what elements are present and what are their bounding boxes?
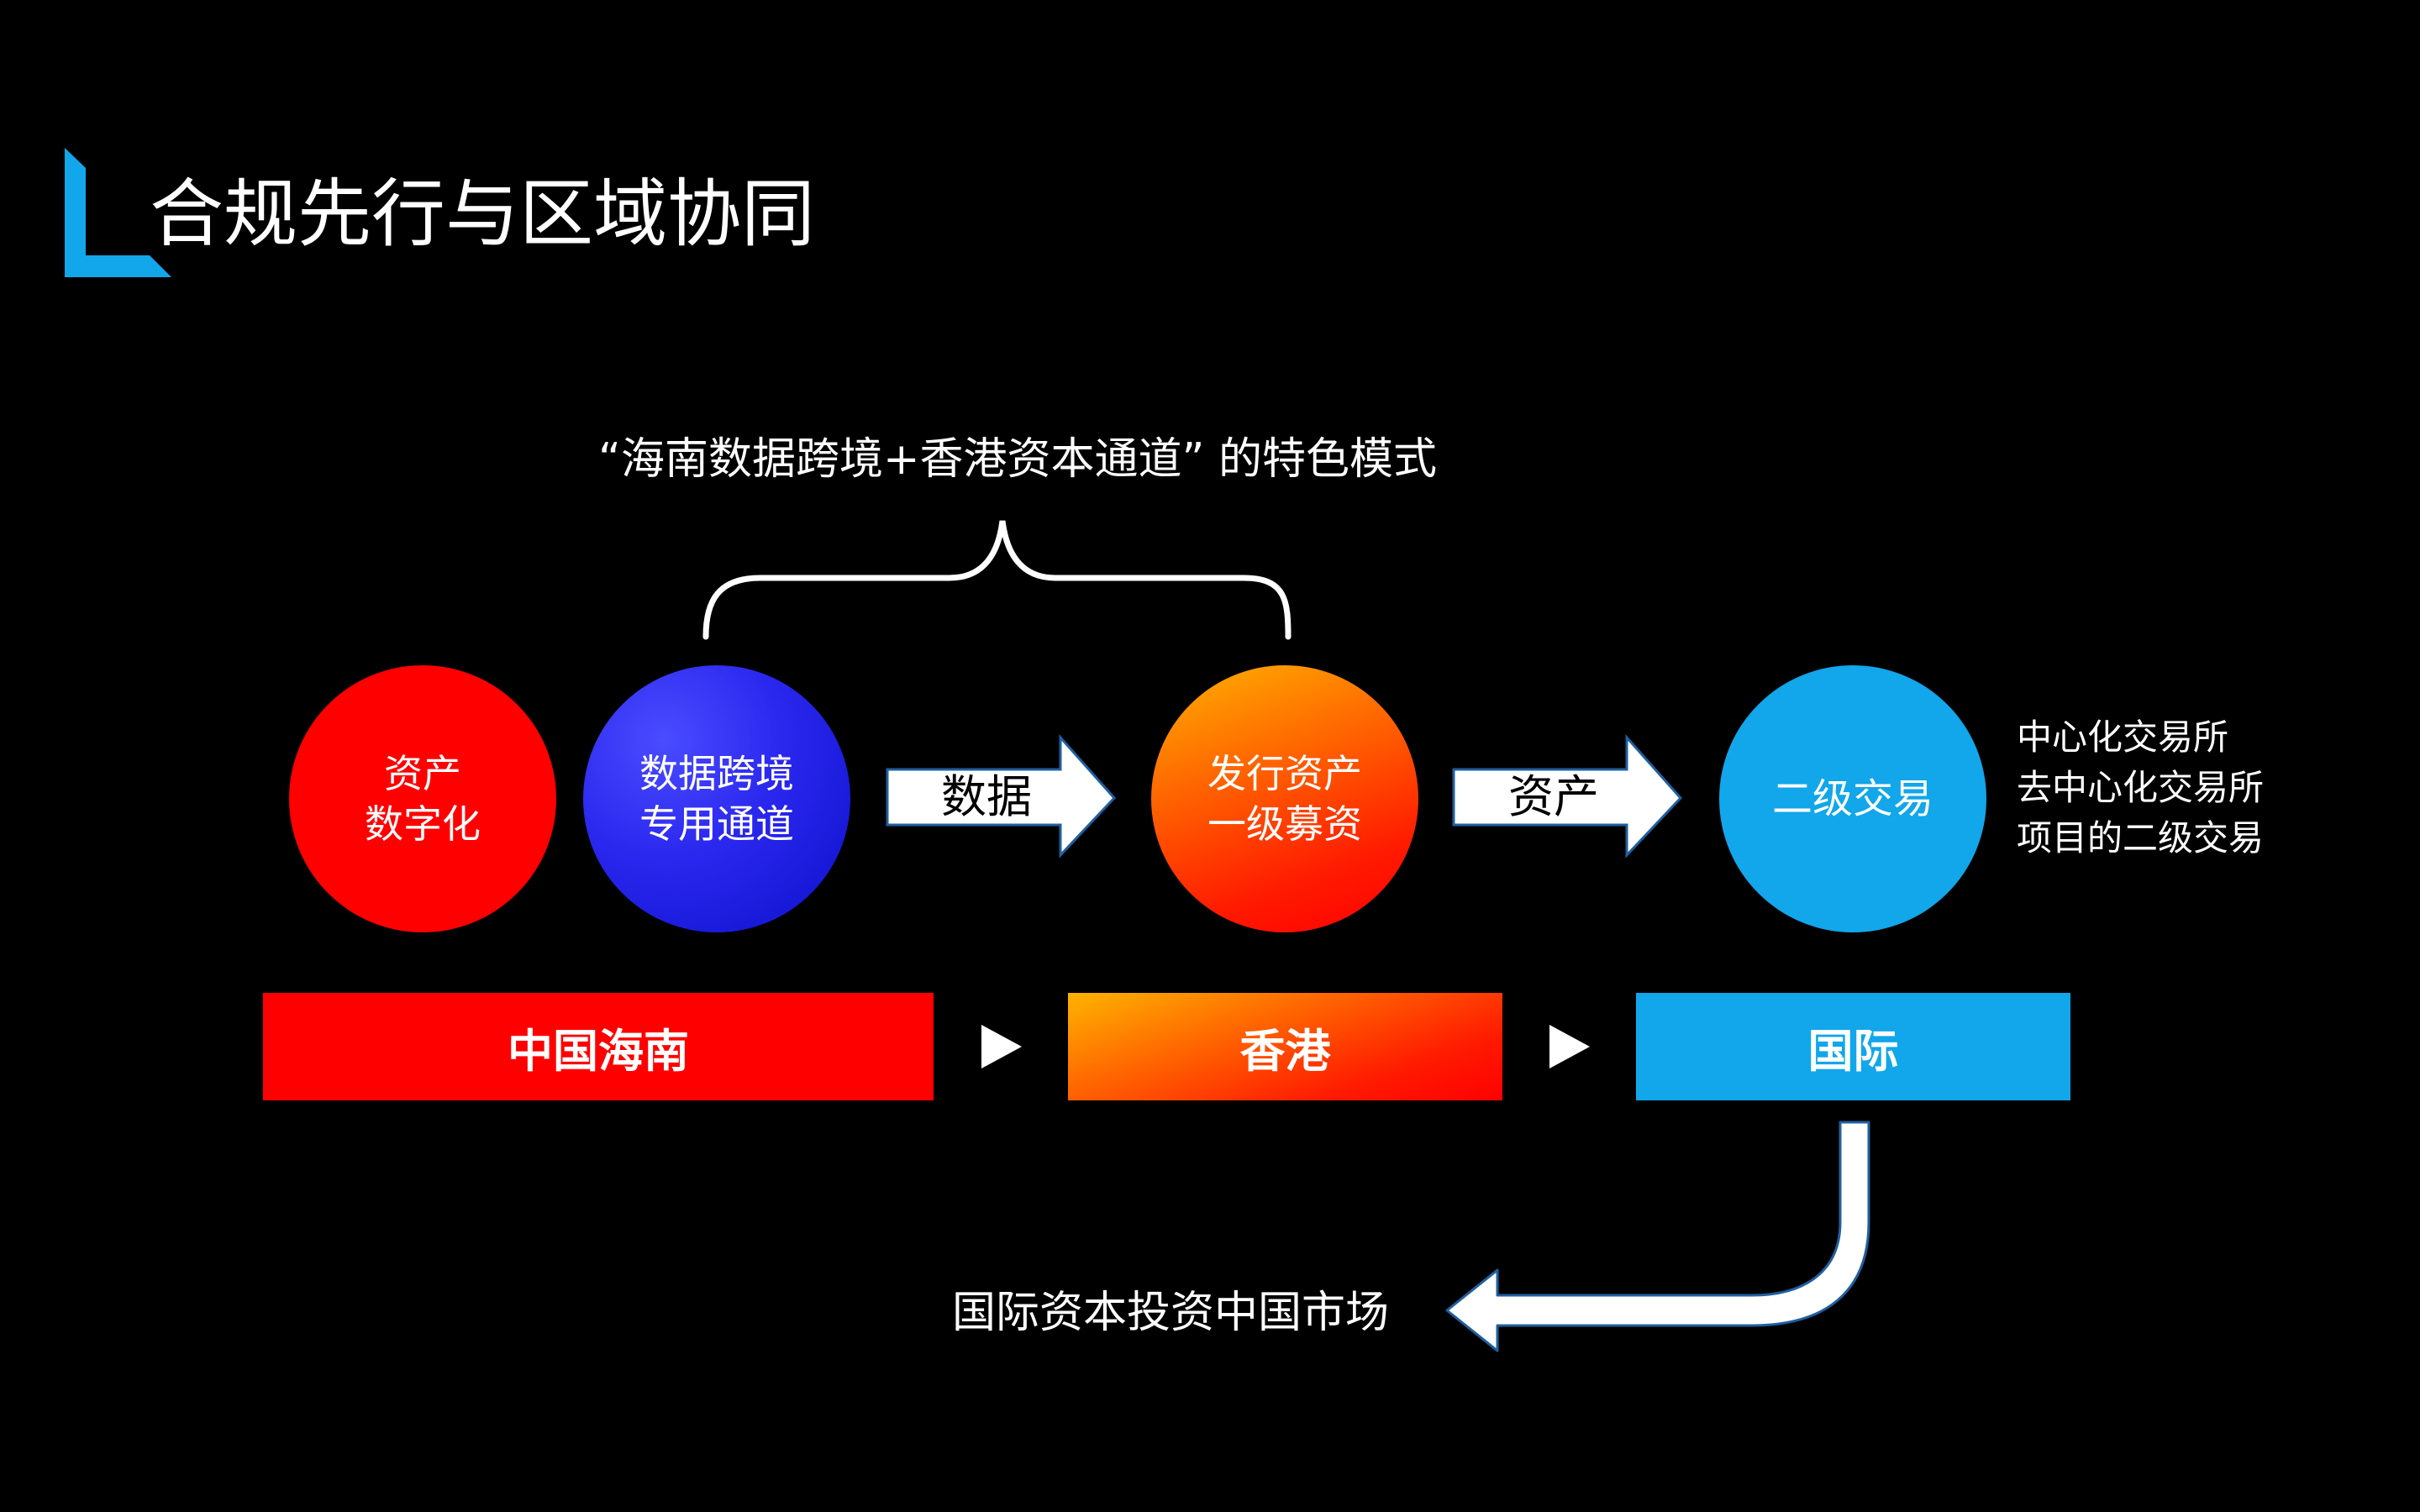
circle-data-channel-line2: 专用通道 [639,801,794,847]
play-triangle-icon-2 [1549,1025,1590,1068]
page-title: 合规先行与区域协同 [150,171,816,257]
secondary-trading-list: 中心化交易所 去中心化交易所 项目的二级交易 [2017,712,2264,864]
circle-data-channel-line1: 数据跨境 [639,751,794,796]
asset-arrow-label: 资产 [1508,770,1599,823]
region-bar-hongkong: 香港 [1068,993,1502,1100]
circle-issuance: 发行资产 一级募资 [1151,665,1418,932]
circle-secondary-trading: 二级交易 [1719,665,1986,932]
list-item: 去中心化交易所 [2017,767,2265,808]
region-bar-hainan: 中国海南 [263,993,934,1100]
list-item: 项目的二级交易 [2017,817,2265,858]
circle-issuance-line2: 一级募资 [1207,801,1362,847]
investment-caption: 国际资本投资中国市场 [952,1288,1390,1338]
list-item: 中心化交易所 [2017,717,2229,758]
model-caption: “海南数据跨境+香港资本通道” 的特色模式 [598,434,1437,485]
data-arrow-label: 数据 [941,770,1032,823]
circle-asset-digitization: 资产 数字化 [289,665,556,932]
return-arrow-icon [1445,1121,1870,1352]
circle-asset-digitization-line2: 数字化 [365,801,481,847]
play-triangle-icon-1 [981,1025,1022,1068]
circle-secondary-line1: 二级交易 [1771,775,1933,822]
circle-data-channel: 数据跨境 专用通道 [583,665,850,932]
circle-issuance-line1: 发行资产 [1207,751,1362,796]
circle-asset-digitization-line1: 资产 [384,751,461,796]
region-bar-international: 国际 [1636,993,2070,1100]
